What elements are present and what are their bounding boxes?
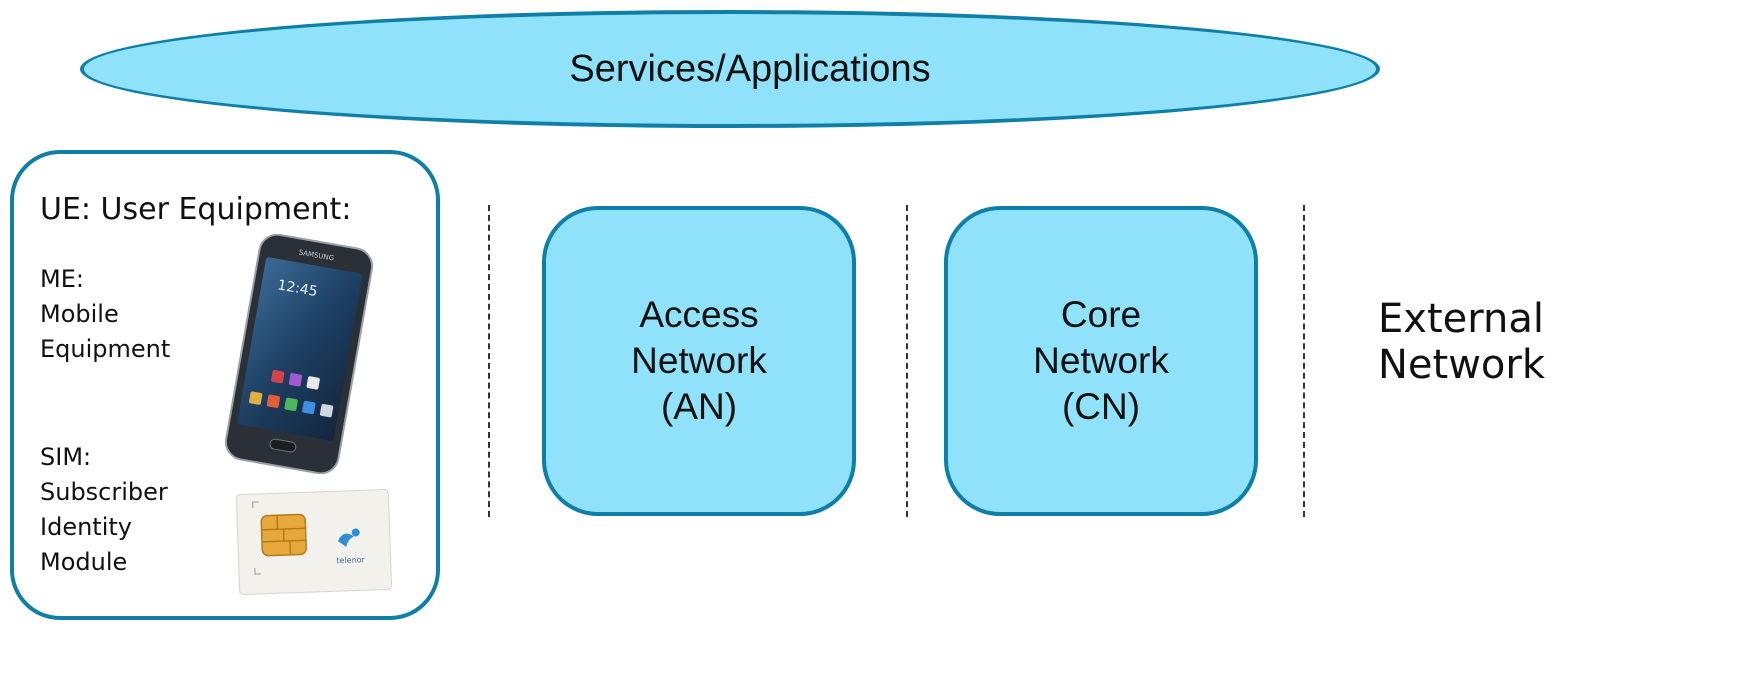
core-network-box: Core Network (CN) — [944, 206, 1258, 516]
me-label-line: ME: — [40, 265, 84, 293]
sim-label-line: Module — [40, 548, 128, 576]
access-network-label-line: (AN) — [660, 386, 738, 427]
external-network-label-line: External — [1378, 296, 1544, 342]
access-network-label-line: Access — [639, 294, 759, 335]
services-applications-ellipse: Services/Applications — [80, 10, 1380, 128]
sim-brand: telenor — [336, 555, 365, 565]
sim-label-line: SIM: — [40, 443, 92, 471]
sim-card-image: telenor — [235, 489, 393, 595]
divider-cn-external — [1303, 205, 1305, 517]
access-network-label-line: Network — [631, 340, 767, 381]
smartphone-image: SAMSUNG 12:45 — [224, 234, 374, 474]
external-network-label: External Network — [1378, 296, 1545, 388]
ue-title: UE: User Equipment: — [40, 192, 352, 227]
me-label-block: ME: Mobile Equipment — [40, 262, 170, 367]
me-label-line: Equipment — [40, 335, 171, 363]
divider-ue-an — [488, 205, 490, 517]
sim-label-line: Subscriber — [40, 478, 168, 506]
sim-label-line: Identity — [40, 513, 132, 541]
user-equipment-box: UE: User Equipment: ME: Mobile Equipment… — [10, 150, 440, 620]
core-network-label-line: Core — [1060, 294, 1142, 335]
core-network-label-line: Network — [1033, 340, 1169, 381]
external-network-label-line: Network — [1378, 342, 1546, 388]
services-applications-label: Services/Applications — [569, 47, 931, 90]
core-network-label-line: (CN) — [1061, 386, 1141, 427]
me-label-line: Mobile — [40, 300, 119, 328]
access-network-box: Access Network (AN) — [542, 206, 856, 516]
svg-text:12:45: 12:45 — [276, 277, 319, 300]
divider-an-cn — [906, 205, 908, 517]
sim-label-block: SIM: Subscriber Identity Module — [40, 440, 168, 580]
